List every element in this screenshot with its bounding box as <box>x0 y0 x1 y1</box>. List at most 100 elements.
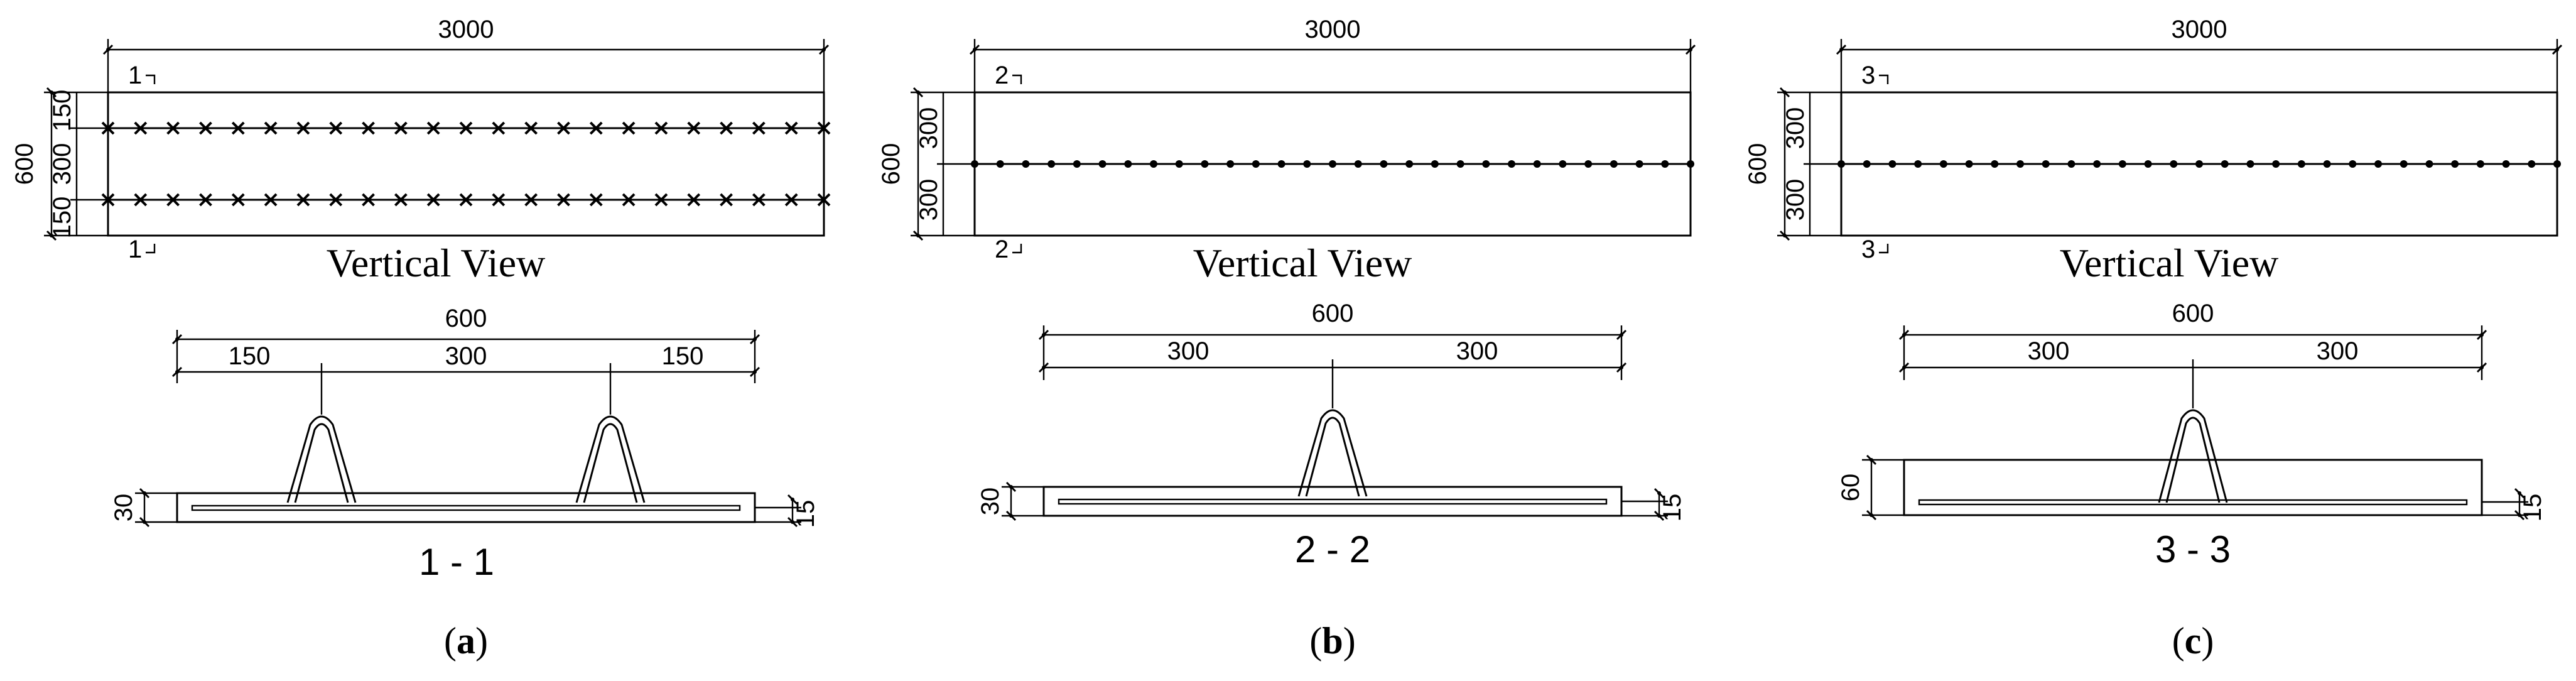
rebar-mark <box>2195 160 2203 168</box>
rebar-marks <box>1837 160 2561 168</box>
view-title: Vertical View <box>327 241 546 285</box>
rebar-mark <box>752 193 766 207</box>
slab-outline <box>107 91 825 237</box>
section-title: 2 - 2 <box>1295 528 1370 570</box>
rebar-mark <box>329 121 343 135</box>
view-title: Vertical View <box>2060 241 2279 285</box>
rebar-mark <box>971 160 978 168</box>
slab-section <box>1903 459 2483 516</box>
rebar-mark <box>817 121 831 135</box>
rebar-mark <box>1252 160 1260 168</box>
rebar-mark <box>101 121 115 135</box>
rebar-mark <box>2246 160 2254 168</box>
rebar-mark <box>589 193 603 207</box>
rebar-mark <box>996 160 1004 168</box>
rebar-mark <box>1329 160 1336 168</box>
rebar-mark <box>1661 160 1669 168</box>
rebar-mark <box>134 121 148 135</box>
rebar-mark <box>231 121 245 135</box>
rebar-mark <box>492 193 506 207</box>
rebar-mark <box>2502 160 2510 168</box>
rebar-mark <box>1965 160 1973 168</box>
truss-bar <box>286 415 357 503</box>
rebar-mark <box>264 121 278 135</box>
rebar-mark <box>524 121 538 135</box>
rebar-mark <box>2553 160 2561 168</box>
rebar-mark <box>2067 160 2075 168</box>
rebar-mark <box>1687 160 1694 168</box>
width-label: 600 <box>445 305 487 332</box>
segment-label: 300 <box>1782 107 1809 150</box>
view-title: Vertical View <box>1193 241 1412 285</box>
section-mark-symbol <box>146 74 156 84</box>
rebar-mark <box>1226 160 1235 168</box>
rebar-mark <box>1175 160 1183 168</box>
thickness-label: 60 <box>1837 474 1864 502</box>
segment-label: 300 <box>1456 337 1498 365</box>
rebar-mark <box>622 121 636 135</box>
section-mark-symbol <box>1879 74 1889 84</box>
rebar-mark <box>1405 160 1414 168</box>
rebar-mark <box>1022 160 1030 168</box>
rebar-mark <box>2272 160 2280 168</box>
bottom-rebar <box>191 504 741 511</box>
rebar-mark <box>1354 160 1362 168</box>
segment-label: 150 <box>48 197 76 239</box>
rebar-mark <box>1380 160 1388 168</box>
segment-label: 150 <box>662 342 704 370</box>
rebar-mark <box>2349 160 2357 168</box>
segment-label: 300 <box>1167 337 1210 365</box>
thickness-label: 30 <box>977 488 1004 516</box>
rebar-mark <box>2144 160 2152 168</box>
rebar-mark <box>1508 160 1515 168</box>
rebar-mark <box>654 121 668 135</box>
rebar-mark <box>2425 160 2433 168</box>
section-title: 3 - 3 <box>2155 528 2231 570</box>
rebar-mark <box>1482 160 1490 168</box>
rebar-mark <box>1584 160 1593 168</box>
rebar-mark <box>1150 160 1157 168</box>
rebar-mark <box>557 193 570 207</box>
segment-label: 300 <box>1782 179 1809 221</box>
rebar-mark <box>1201 160 1209 168</box>
truss-bar <box>583 423 638 503</box>
rebar-mark <box>2093 160 2101 168</box>
rebar-mark <box>362 121 375 135</box>
segment-label: 300 <box>445 342 487 370</box>
rebar-mark <box>2374 160 2382 168</box>
rebar-mark <box>1863 160 1871 168</box>
rebar-mark <box>199 193 212 207</box>
rebar-mark <box>817 193 831 207</box>
rebar-mark <box>2323 160 2331 168</box>
rebar-mark <box>199 121 212 135</box>
segment-label: 300 <box>48 143 76 185</box>
rebar-mark <box>2170 160 2178 168</box>
rebar-mark <box>134 193 148 207</box>
rebar-mark <box>2297 160 2305 168</box>
rebar-mark <box>166 193 180 207</box>
rebar-mark <box>1939 160 1947 168</box>
rebar-mark <box>394 121 408 135</box>
rebar-mark <box>2451 160 2459 168</box>
rebar-mark <box>329 193 343 207</box>
section-title: 1 - 1 <box>419 541 494 583</box>
section-mark-bottom: 3 <box>1861 236 1875 263</box>
panel-c: 3000 600 300 300 3 3 Vertical View 600 3… <box>1744 16 2563 662</box>
rebar-mark <box>2042 160 2050 168</box>
width-label: 600 <box>877 143 905 185</box>
rebar-mark <box>2118 160 2126 168</box>
rebar-mark <box>557 121 570 135</box>
rebar-marks <box>971 160 1694 168</box>
rebar-mark <box>1277 160 1285 168</box>
rebar-mark <box>1610 160 1618 168</box>
width-label: 600 <box>11 143 38 185</box>
section-mark-symbol <box>1012 244 1022 254</box>
cover-label: 15 <box>792 500 820 528</box>
rebar-mark <box>1914 160 1922 168</box>
rebar-mark <box>2528 160 2536 168</box>
length-label: 3000 <box>438 16 494 43</box>
section-mark-symbol <box>1879 244 1889 254</box>
rebar-mark <box>1124 160 1132 168</box>
panel-b: 3000 600 300 300 2 2 Vertical View 600 3… <box>877 16 1696 662</box>
rebar-mark <box>1098 160 1107 168</box>
